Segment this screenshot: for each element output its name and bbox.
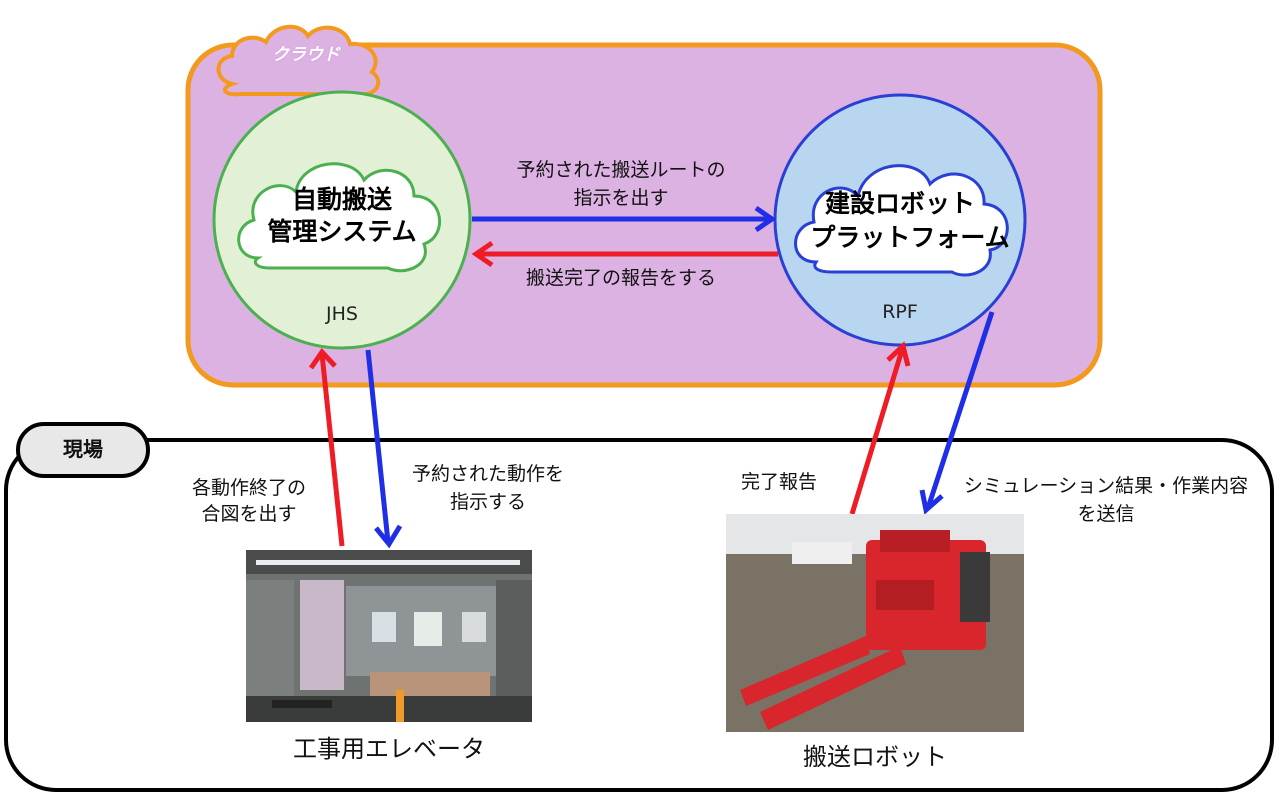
rpf-cloud-shape (794, 164, 1009, 277)
elevator-photo (246, 550, 532, 722)
rpf-title-line1: 建設ロボット (824, 189, 975, 218)
arrow-jhs-to-rpf-label-line1: 予約された搬送ルートの (516, 159, 726, 181)
arrow-elevator-to-jhs-label-line2: 合図を出す (201, 503, 297, 525)
jhs-cloud-shape (237, 162, 441, 273)
arrow-rpf-to-robot-head (919, 489, 944, 515)
arrow-rpf-to-robot (925, 311, 995, 509)
arrow-rpf-to-robot-label-line1: シミュレーション結果・作業内容 (963, 475, 1249, 497)
robot-photo (726, 514, 1024, 732)
arrow-jhs-to-elevator-head (374, 524, 403, 549)
arrow-jhs-to-elevator-label-line2: 指示する (449, 491, 526, 513)
arrow-elevator-to-jhs-head (308, 348, 337, 370)
jhs-title-line1: 自動搬送 (291, 185, 392, 214)
robot-label: 搬送ロボット (803, 743, 947, 771)
arrow-elevator-to-jhs (319, 353, 345, 547)
rpf-abbr: RPF (882, 301, 918, 323)
arrow-jhs-to-rpf-head (754, 205, 777, 233)
cloud-label: クラウド (272, 45, 340, 65)
site-tag-shape (16, 422, 150, 478)
arrow-rpf-to-jhs-label: 搬送完了の報告をする (525, 267, 716, 289)
jhs-abbr: JHS (326, 303, 358, 325)
jhs-title-line2: 管理システム (267, 217, 417, 246)
elevator-label: 工事用エレベータ (293, 735, 485, 763)
arrow-elevator-to-jhs-label-line1: 各動作終了の (191, 477, 306, 499)
arrow-jhs-to-elevator (365, 349, 391, 543)
arrow-robot-to-rpf-head (886, 341, 911, 367)
arrow-jhs-to-rpf-label-line2: 指示を出す (573, 187, 669, 209)
site-label: 現場 (63, 437, 103, 461)
rpf-title-line2: プラットフォーム (810, 223, 1010, 252)
arrow-rpf-to-jhs-head (471, 240, 494, 268)
arrow-rpf-to-robot-label-line2: を送信 (1077, 503, 1135, 525)
arrow-jhs-to-elevator-label-line1: 予約された動作を (411, 463, 564, 485)
arrow-robot-to-rpf-label: 完了報告 (740, 471, 817, 493)
arrow-robot-to-rpf (849, 349, 905, 515)
